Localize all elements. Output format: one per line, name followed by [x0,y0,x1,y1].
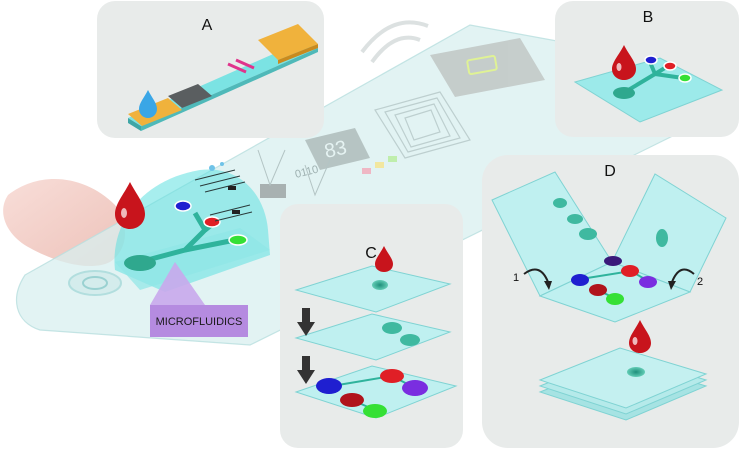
fold-arrow-left-icon [523,268,549,283]
sample-droplet-icon [139,90,157,118]
fold-step-1: 1 [513,272,519,284]
middle-spot-2 [400,334,420,346]
panel-c-label: C [365,245,377,262]
red-reagent-spot [203,216,221,228]
stack-arrow-icon [297,308,315,336]
wireless-signal-icon [360,20,429,64]
sensor-chip-2 [232,210,240,214]
digital-display: 83 [305,128,370,170]
battery-module [430,38,545,97]
green-reagent-spot [228,234,248,246]
panel-b: B [555,1,739,137]
panel-c: C [280,204,463,448]
callout-pointer [150,262,205,305]
base-sheet [538,261,692,323]
control-line [227,62,247,74]
blood-drop-icon [115,182,145,229]
nfc-antenna-coil [374,91,471,159]
test-line [235,58,255,70]
fold-step-2: 2 [697,276,703,288]
status-led-pink [362,168,371,174]
status-led-green [388,156,397,162]
purple-result-spot [402,380,428,396]
blue-reagent-spot [174,200,192,212]
binary-readout: 0110 [294,164,320,181]
middle-spot-1 [382,322,402,334]
inlet-spot [613,87,635,99]
sample-inlet-spot [124,255,156,271]
purple-spot [639,276,657,288]
electrode-traces [257,149,331,197]
sensor-chip-1 [228,186,236,190]
blood-drop-icon [375,246,393,272]
svg-text:83: 83 [322,137,348,163]
dark-red-spot [589,284,607,296]
blue-spot [644,55,658,65]
blue-result-spot [316,378,342,394]
dark-purple-spot [604,256,622,266]
microfluidics-label: MICROFLUIDICS [156,316,243,328]
paper-layer-top [294,265,452,313]
folded-device [538,347,708,409]
chip-component [260,184,286,198]
conjugate-pad [168,84,212,108]
strip-end-pad [258,24,318,60]
top-layer-spot [372,280,388,290]
paper-layer-middle [294,313,452,361]
panel-a: A [97,1,324,138]
status-led-yellow [375,162,384,168]
blue-spot [571,274,589,286]
green-spot [678,73,692,83]
fold-arrow-right-icon [671,268,695,283]
red-spot [621,265,639,277]
red-spot [663,61,677,71]
green-result-spot [363,404,387,418]
panel-b-label: B [643,9,654,26]
panel-d-label: D [604,163,616,180]
panel-a-label: A [202,17,213,34]
folded-inlet-spot [627,367,645,377]
green-spot [606,293,624,305]
stack-arrow-icon [297,356,315,384]
dark-red-result-spot [340,393,364,407]
panel-d: D 1 2 [482,155,739,448]
microfluidics-zoom-circle [114,162,270,292]
paper-layer-bottom [294,365,458,419]
red-result-spot [380,369,404,383]
blood-drop-icon [612,45,636,80]
power-button-icon [68,270,122,296]
callout-box [150,305,248,337]
